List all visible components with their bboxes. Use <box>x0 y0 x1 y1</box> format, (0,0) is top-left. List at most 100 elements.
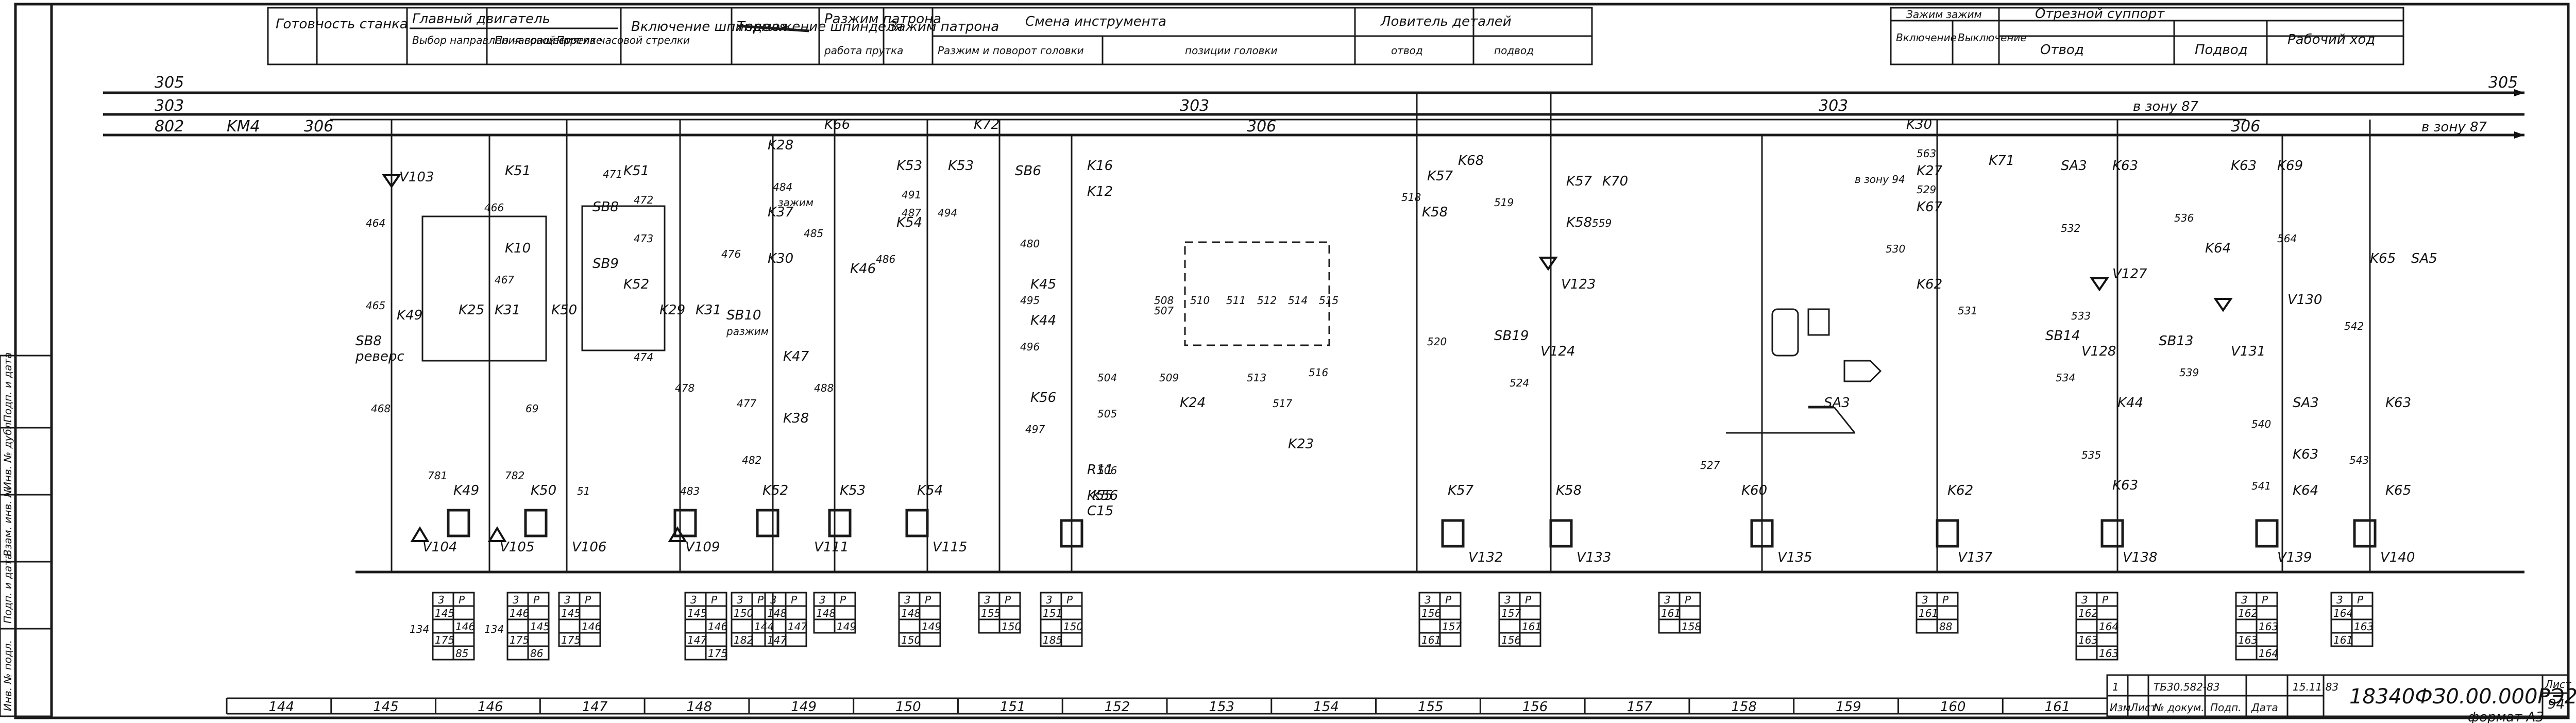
wire-476: 476 <box>721 248 741 260</box>
hdr-main-motor-sub1: Выбор направления вращения <box>412 34 579 46</box>
hdr-main-motor: Главный двигатель <box>412 11 550 27</box>
label-k57: K57 <box>1427 169 1453 184</box>
contact-table-cell: 163 <box>2078 634 2098 646</box>
contact-table-cell: 161 <box>1919 607 1938 619</box>
hdr-cutoff-support: Отрезной суппорт <box>2035 6 2165 22</box>
stamp-text-5: Подп. и дата <box>2 352 14 423</box>
contact-table-cell: 86 <box>530 647 543 660</box>
contact-table-extra: 134 <box>410 623 429 635</box>
label-k57b: K57 <box>1566 174 1592 189</box>
label-k56: K56 <box>1030 390 1056 406</box>
bus-306-left: 306 <box>304 117 333 136</box>
contact-table-head: 3 <box>770 594 777 606</box>
label-sb6: SB6 <box>1015 163 1041 179</box>
label-k63c: K63 <box>2231 158 2257 174</box>
label-k63d: K63 <box>2293 447 2318 462</box>
hdr-tool-change-sub1: Разжим и поворот головки <box>938 44 1084 57</box>
zone-label: 160 <box>1940 699 1966 715</box>
label-v111: V111 <box>814 540 849 555</box>
wire-483: 483 <box>680 485 700 497</box>
contact-table-cell: 146 <box>582 620 601 633</box>
wire-540: 540 <box>2251 418 2271 430</box>
contact-table-head: P <box>533 594 540 606</box>
zone-label: 144 <box>268 699 294 715</box>
label-k69: K69 <box>2277 158 2303 174</box>
doc-number: 18340ФЗ0.00.000РЭ2 <box>2349 685 2576 709</box>
contact-table-cell: 148 <box>767 607 787 619</box>
wire-505: 505 <box>1097 408 1117 420</box>
title-block: 1 ТБ30.582-83 15.11.83 Изм Лист № докум.… <box>2106 674 2576 723</box>
label-k31: K31 <box>495 302 520 318</box>
hdr-chuck-unclamp-sub: работа прутка <box>824 44 903 57</box>
contact-table-head: 3 <box>1922 594 1928 606</box>
label-k72: K72 <box>974 117 999 132</box>
element-labels: V103 K51 K10 K25 K31 K50 K49 SB8 реверс … <box>355 117 2437 565</box>
contact-table-head: 3 <box>690 594 697 606</box>
label-razzhim: разжим <box>726 325 769 338</box>
label-k60: K60 <box>1741 483 1767 498</box>
zone-label: 153 <box>1209 699 1234 715</box>
bus-306-right: 306 <box>2231 117 2260 136</box>
wire-467: 467 <box>495 274 514 286</box>
diodes <box>382 174 2233 542</box>
contact-table-cell: 145 <box>530 620 550 633</box>
contact-table-head: P <box>459 594 465 606</box>
contact-table-cell: 157 <box>1442 620 1462 633</box>
label-k63e: K63 <box>2385 395 2411 411</box>
contact-table-cell: 157 <box>1501 607 1521 619</box>
label-k58c: K58 <box>1556 483 1582 498</box>
label-s88: SB8 <box>355 333 382 349</box>
stamp-text-1: Инв. № подл. <box>2 640 14 711</box>
label-v124: V124 <box>1540 344 1575 359</box>
label-v103: V103 <box>399 170 434 185</box>
label-v104: V104 <box>422 540 457 555</box>
label-k64: K64 <box>2205 241 2231 256</box>
label-k25: K25 <box>459 302 484 318</box>
label-k38: K38 <box>783 411 809 426</box>
wire-781: 781 <box>428 469 447 482</box>
wire-506: 506 <box>1097 464 1117 477</box>
contact-table-cell: 175 <box>708 647 727 660</box>
wire-510: 510 <box>1190 294 1210 307</box>
pictogram-group <box>1726 308 1882 434</box>
faucet-icon <box>1807 308 1830 336</box>
wire-485: 485 <box>804 227 823 240</box>
wire-563: 563 <box>1917 147 1936 160</box>
tb-row-1: Изм <box>2110 701 2131 714</box>
bus-306-mid: 306 <box>1247 117 1276 136</box>
hdr-catcher: Ловитель деталей <box>1380 14 1512 29</box>
contact-table-head: P <box>840 594 846 606</box>
contact-table-cell: 164 <box>2259 647 2278 660</box>
contact-table-head: 3 <box>564 594 571 606</box>
label-k30: K30 <box>768 251 793 266</box>
label-k58: K58 <box>1422 205 1448 220</box>
contact-table-cell: 161 <box>1522 620 1541 633</box>
wire-477: 477 <box>737 397 756 410</box>
contact-table-head: P <box>925 594 931 606</box>
label-k46: K46 <box>850 261 876 277</box>
label-k53: K53 <box>896 158 922 174</box>
wire-519: 519 <box>1494 196 1514 209</box>
label-r11: R11 <box>1087 462 1113 478</box>
wire-466: 466 <box>484 201 504 214</box>
hdr-main-motor-sub3: Против часовой стрелки <box>556 34 690 46</box>
label-k27: K37 <box>768 205 794 220</box>
wire-465: 465 <box>366 299 385 312</box>
label-v123: V123 <box>1561 277 1596 292</box>
wire-495: 495 <box>1020 294 1040 307</box>
zone-label: 161 <box>2045 699 2071 715</box>
contact-table-head: P <box>2102 594 2109 606</box>
label-v132: V132 <box>1468 550 1503 565</box>
label-k54b: K54 <box>917 483 943 498</box>
wire-529: 529 <box>1917 183 1936 196</box>
contact-table-cell: 161 <box>1661 607 1681 619</box>
tb-row-3: № докум. <box>2153 701 2205 714</box>
wire-482: 482 <box>742 454 761 466</box>
label-k52: K52 <box>623 277 649 292</box>
bus-305-right: 305 <box>2488 74 2518 92</box>
label-k56b: K56 <box>1092 488 1118 503</box>
label-sb14: SB14 <box>2045 328 2080 344</box>
label-s88b: SB8 <box>592 199 619 215</box>
